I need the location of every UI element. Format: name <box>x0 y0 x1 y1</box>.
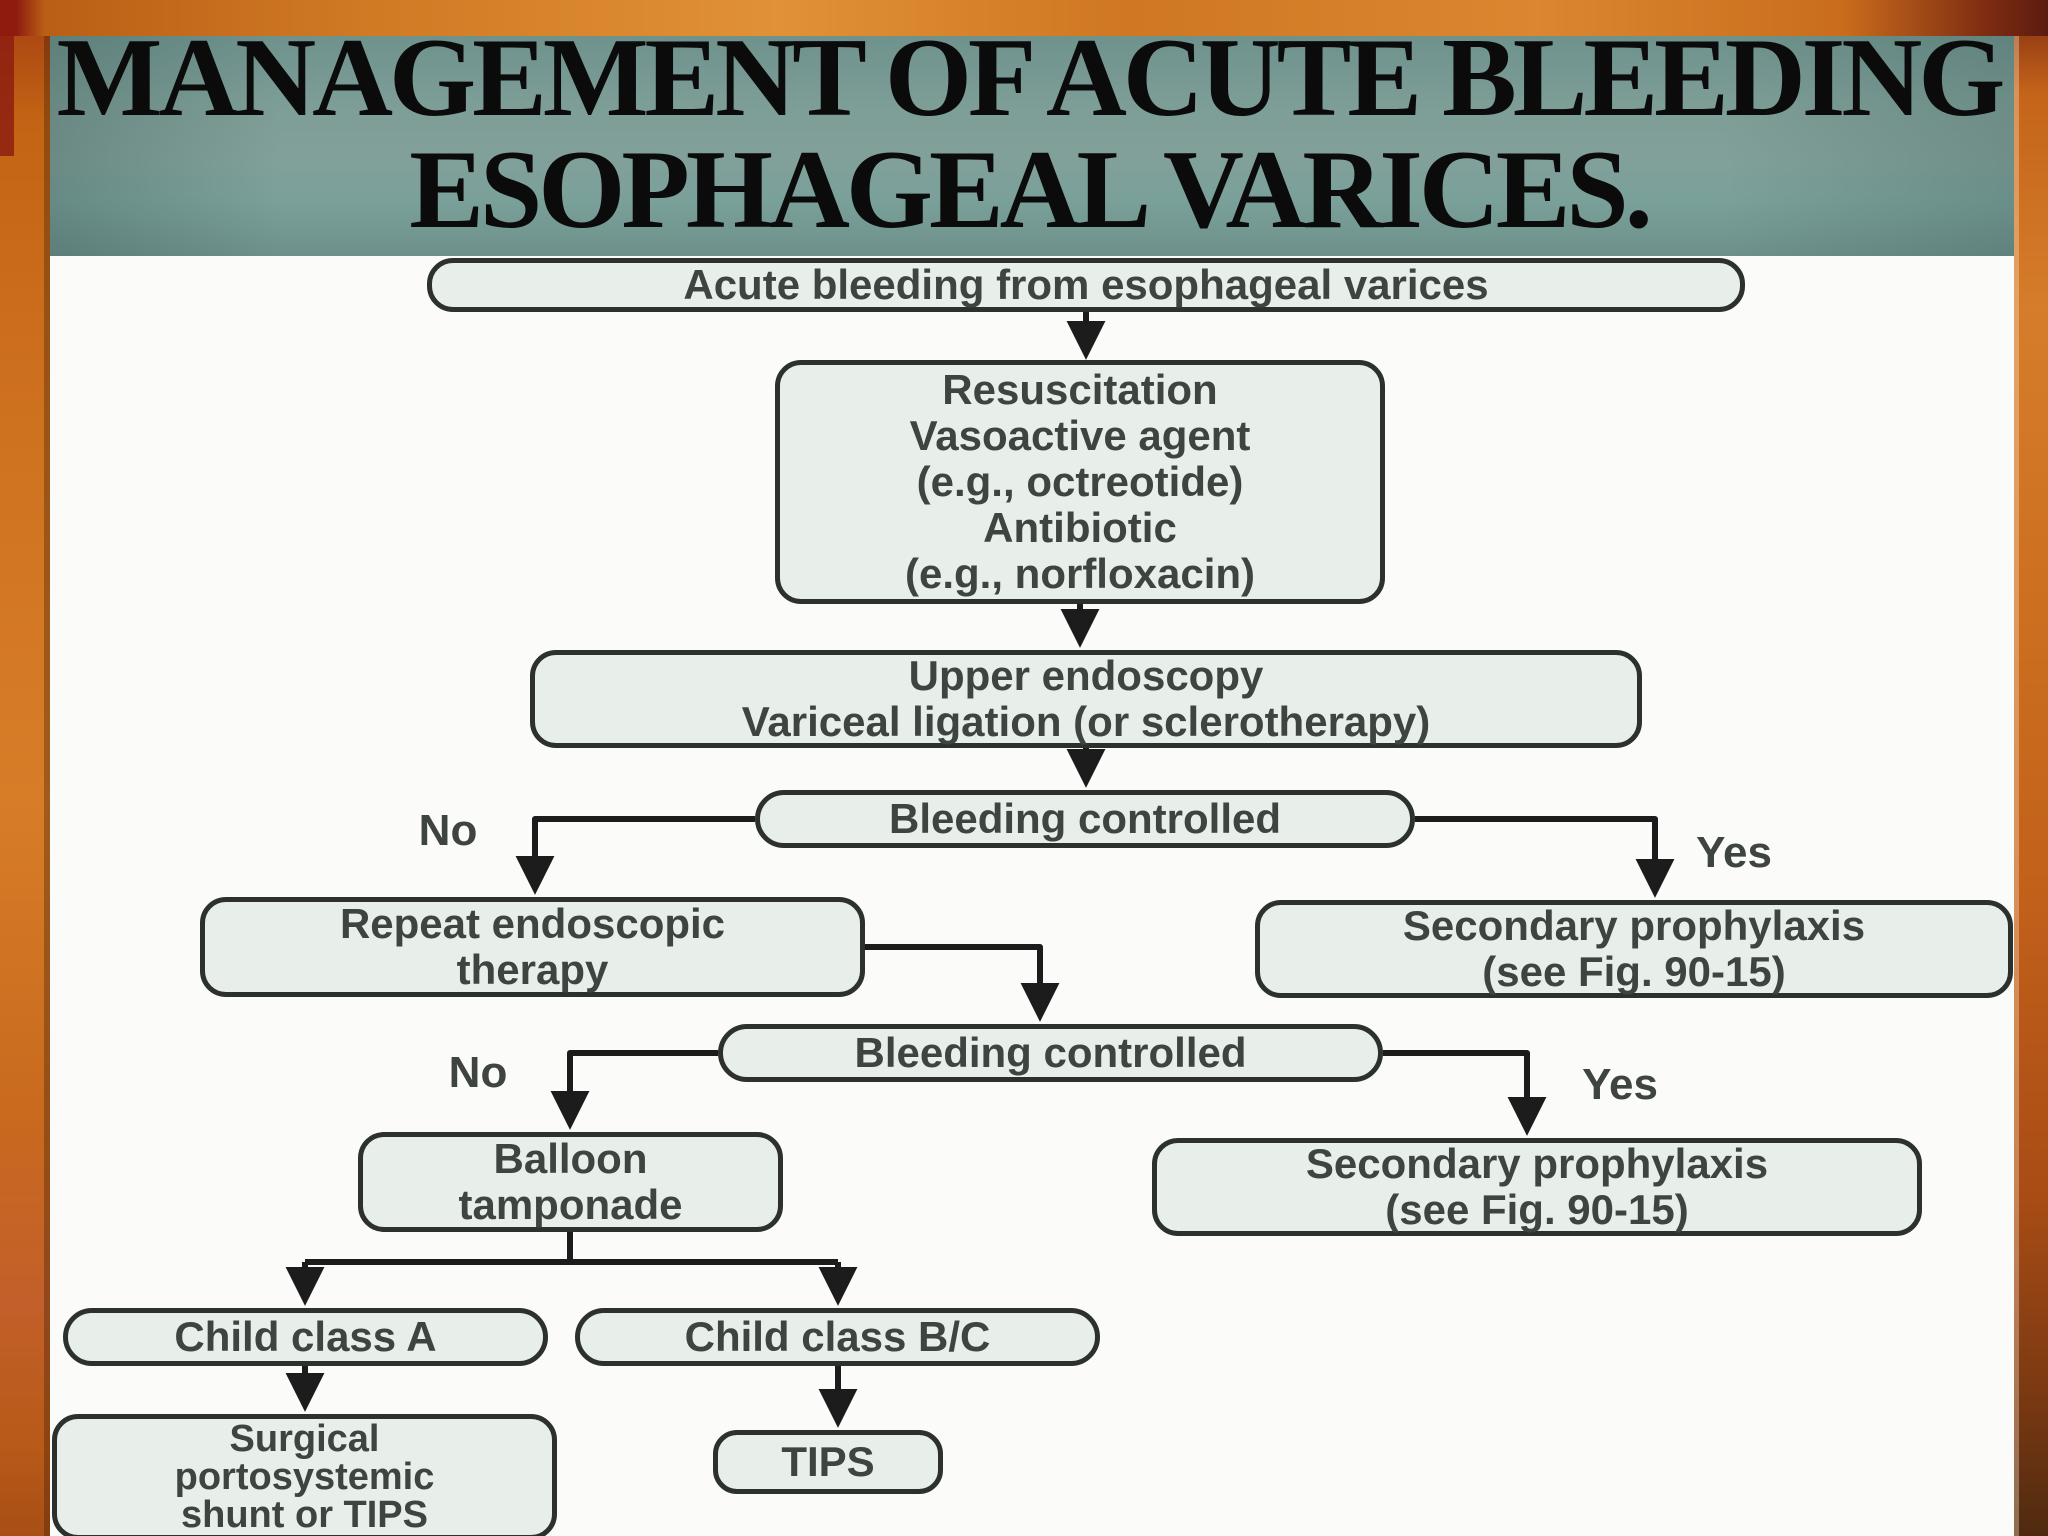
node-secondary-prophylaxis-1: Secondary prophylaxis (see Fig. 90-15) <box>1255 900 2013 998</box>
branch-label-no-2: No <box>448 1048 508 1097</box>
node-bleeding-controlled-1: Bleeding controlled <box>755 790 1415 848</box>
node-upper-endoscopy: Upper endoscopy Variceal ligation (or sc… <box>530 650 1642 748</box>
branch-label-yes-1: Yes <box>1696 828 1772 877</box>
wood-frame-left <box>0 0 50 1536</box>
branch-label-no-1: No <box>418 806 478 855</box>
wood-frame-right <box>2014 0 2048 1536</box>
node-bleeding-controlled-2: Bleeding controlled <box>718 1024 1383 1082</box>
node-resuscitation: Resuscitation Vasoactive agent (e.g., oc… <box>775 360 1385 604</box>
branch-label-yes-2: Yes <box>1582 1060 1658 1109</box>
node-surgical-shunt: Surgical portosystemic shunt or TIPS <box>52 1414 557 1536</box>
node-secondary-prophylaxis-2: Secondary prophylaxis (see Fig. 90-15) <box>1152 1138 1922 1236</box>
node-child-class-bc: Child class B/C <box>575 1308 1100 1366</box>
slide-title: MANAGEMENT OF ACUTE BLEEDING ESOPHAGEAL … <box>40 22 2018 246</box>
node-tips: TIPS <box>713 1430 943 1494</box>
title-band <box>44 36 2018 256</box>
node-acute-bleeding: Acute bleeding from esophageal varices <box>427 258 1745 312</box>
slide-title-line2: ESOPHAGEAL VARICES. <box>409 128 1652 252</box>
node-balloon-tamponade: Balloon tamponade <box>358 1132 783 1232</box>
node-child-class-a: Child class A <box>63 1308 548 1366</box>
slide-title-line1: MANAGEMENT OF ACUTE BLEEDING <box>56 16 2006 140</box>
node-repeat-endoscopic: Repeat endoscopic therapy <box>200 897 865 997</box>
wood-frame-top <box>0 0 2048 36</box>
